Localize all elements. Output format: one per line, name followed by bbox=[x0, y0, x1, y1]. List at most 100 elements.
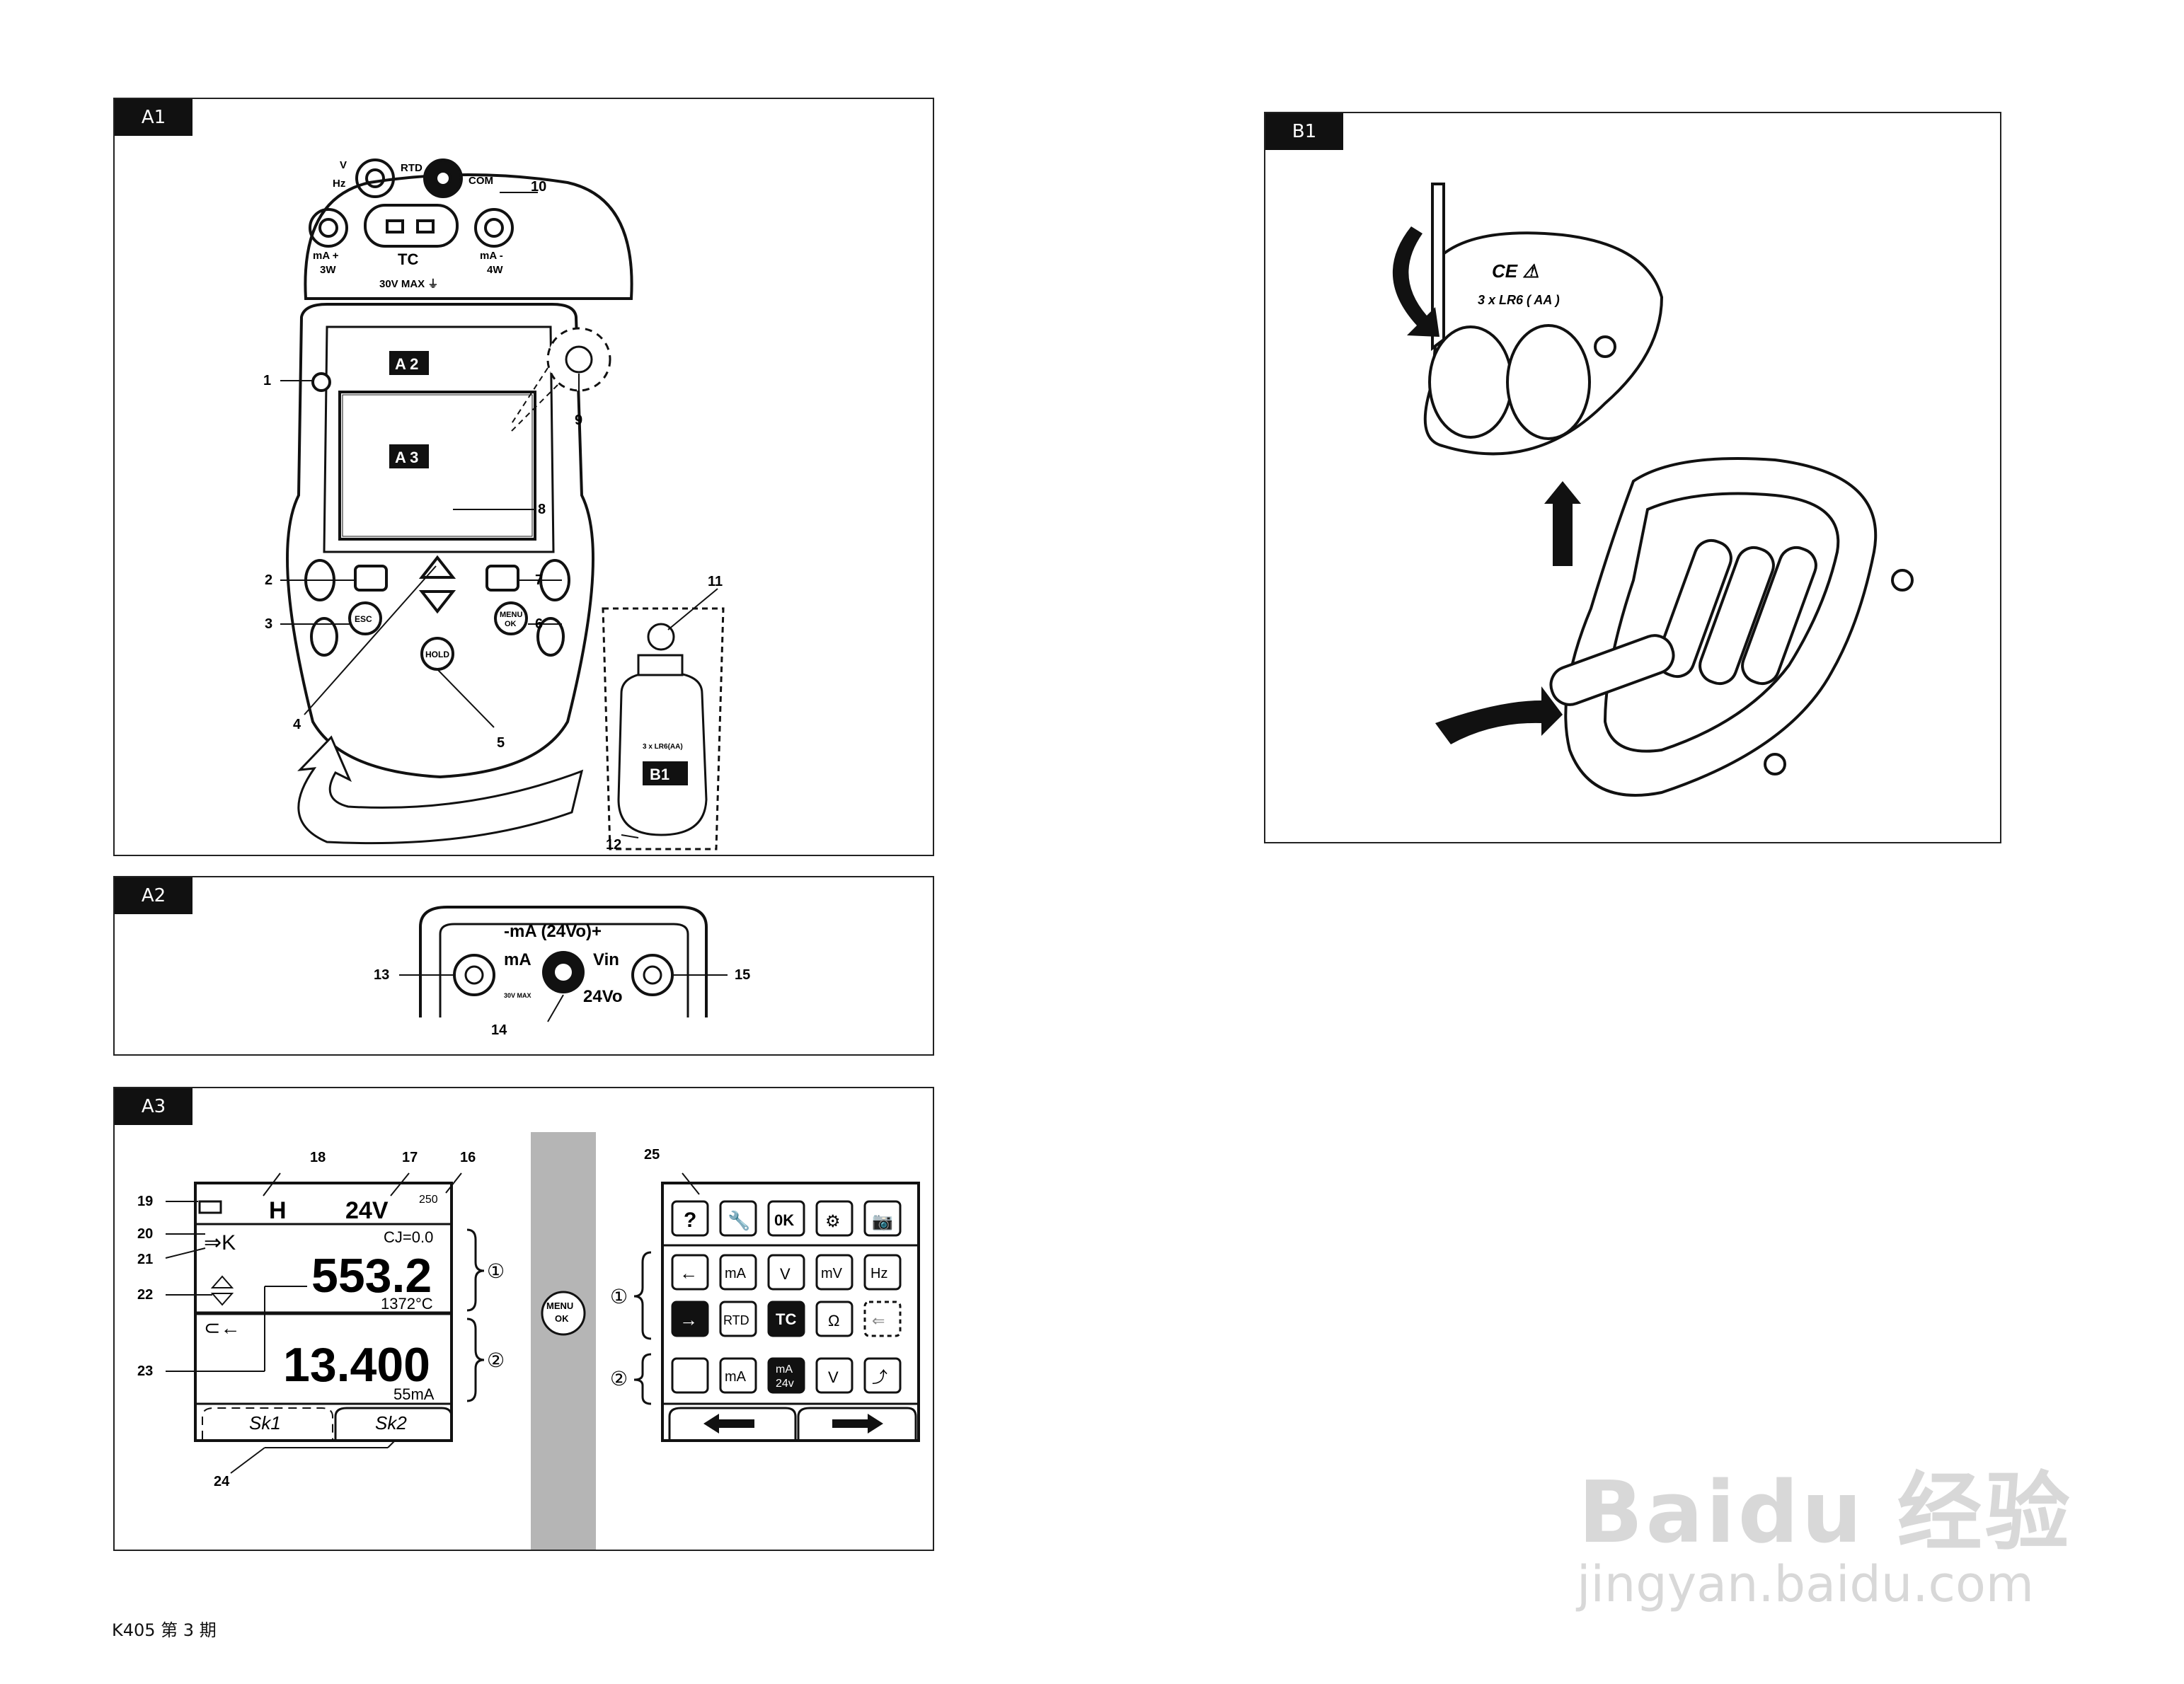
callout-21: 21 bbox=[137, 1252, 153, 1267]
battery-2 bbox=[1699, 546, 1775, 686]
menu-v-item-2: V bbox=[828, 1368, 839, 1386]
menu-ma-item-2: mA bbox=[725, 1369, 747, 1385]
menu-mv-item: mV bbox=[821, 1266, 843, 1281]
back-b1-label: B1 bbox=[650, 766, 669, 783]
a2-ma-label: mA bbox=[504, 950, 531, 969]
callout-20: 20 bbox=[137, 1226, 153, 1242]
menu-key-label: MENU bbox=[500, 611, 522, 619]
ch1-sub: 1372°C bbox=[381, 1295, 433, 1313]
rotate-arrow bbox=[297, 735, 584, 845]
callout-24: 24 bbox=[214, 1474, 230, 1489]
device-a2-label: A 2 bbox=[395, 355, 418, 373]
cover-screw bbox=[1594, 335, 1616, 358]
insert-arrow-icon bbox=[1435, 686, 1563, 744]
menu-tc-item: TC bbox=[776, 1310, 796, 1328]
ch2-input-icon: ⊂← bbox=[204, 1317, 240, 1339]
display-circle-1: ① bbox=[487, 1260, 505, 1282]
back-battery-text: 3 x LR6(AA) bbox=[643, 743, 683, 751]
cover-battery-text: 3 x LR6 ( AA ) bbox=[1478, 293, 1560, 307]
callout-23: 23 bbox=[137, 1363, 153, 1379]
menu-ok-icon: 0K bbox=[774, 1211, 794, 1229]
terminal-ma3w-label: mA + bbox=[313, 250, 339, 262]
callout-8: 8 bbox=[538, 502, 546, 517]
a2-vin-label: Vin bbox=[593, 950, 619, 969]
callout-13: 13 bbox=[374, 967, 389, 983]
battery-loose bbox=[1549, 634, 1675, 706]
panel-a1: A1 V Hz RTD COM TC mA + 3W mA - 4W 30V M… bbox=[113, 98, 934, 856]
terminal-vin-24vo bbox=[631, 954, 674, 996]
device-body bbox=[286, 303, 594, 779]
terminal-block bbox=[304, 158, 633, 300]
callout-10: 10 bbox=[531, 179, 546, 195]
battery-icon bbox=[198, 1200, 222, 1214]
menu-button-label: MENU bbox=[546, 1301, 573, 1311]
terminal-hz-label: Hz bbox=[333, 178, 345, 190]
callout-22: 22 bbox=[137, 1287, 153, 1303]
indicator-light bbox=[311, 372, 331, 392]
menu-ma24v-item-bottom: 24v bbox=[776, 1378, 794, 1390]
terminal-tc-label: TC bbox=[398, 250, 418, 268]
back-screw bbox=[647, 623, 675, 651]
terminal-ma4w-label: mA - bbox=[480, 250, 503, 262]
callout-1: 1 bbox=[263, 373, 271, 388]
callout-3: 3 bbox=[265, 616, 272, 632]
menu-settings-icon: 🔧 bbox=[728, 1209, 750, 1231]
scroll-icon bbox=[210, 1275, 234, 1306]
sk1-label: Sk1 bbox=[249, 1412, 281, 1434]
menu-input-icon: ← bbox=[679, 1262, 698, 1284]
terminal-rtd-label: RTD bbox=[401, 162, 423, 174]
menu-output-icon: → bbox=[679, 1309, 698, 1330]
terminal-v-label: V bbox=[340, 159, 347, 171]
device-battery-compartment bbox=[1549, 457, 1914, 797]
menu-ohm-item: Ω bbox=[828, 1312, 839, 1330]
terminal-4w-label: 4W bbox=[487, 264, 503, 276]
terminal-ma bbox=[453, 954, 495, 996]
callout-19: 19 bbox=[137, 1194, 153, 1209]
menu-rtd-item: RTD bbox=[723, 1313, 749, 1327]
panel-tag: A3 bbox=[115, 1088, 192, 1125]
terminal-ma-4w bbox=[474, 208, 514, 248]
a2-header: -mA (24Vo)+ bbox=[504, 922, 602, 941]
cj-value: CJ=0.0 bbox=[384, 1228, 433, 1246]
terminal-max-label: 30V MAX ⏚ bbox=[379, 278, 438, 290]
esc-key bbox=[348, 601, 382, 635]
watermark-url: jingyan.baidu.com bbox=[1577, 1555, 2034, 1613]
esc-key-label: ESC bbox=[355, 614, 372, 624]
arrow-right-icon bbox=[832, 1414, 883, 1434]
hold-key-label: HOLD bbox=[425, 650, 449, 659]
callout-5: 5 bbox=[497, 735, 505, 751]
a1-illustration: V Hz RTD COM TC mA + 3W mA - 4W 30V MAX … bbox=[263, 158, 725, 853]
page-footer: K405 第 3 期 bbox=[112, 1620, 217, 1640]
connector-detail bbox=[546, 327, 611, 392]
device-a3-label: A 3 bbox=[395, 449, 418, 466]
terminal-ma-3w bbox=[309, 208, 348, 248]
softkey-2 bbox=[334, 1407, 453, 1439]
device-back bbox=[602, 607, 725, 850]
panel-a3: A3 H 24V 250 ⇒K CJ=0.0 553.2 1372°C ⊂← 1… bbox=[113, 1087, 934, 1551]
menu-softkey-right bbox=[797, 1407, 917, 1439]
menu-v-item: V bbox=[780, 1265, 791, 1283]
a2-max-label: 30V MAX bbox=[504, 992, 531, 999]
rotate-arrow-icon bbox=[1392, 226, 1439, 337]
callout-4: 4 bbox=[293, 717, 301, 732]
menu-circle-2: ② bbox=[610, 1368, 628, 1390]
status-24v: 24V bbox=[345, 1197, 389, 1224]
battery-3 bbox=[1741, 546, 1817, 686]
sk2-label: Sk2 bbox=[375, 1412, 407, 1434]
menu-pressure-item: ⇐ bbox=[872, 1312, 885, 1330]
tc-socket bbox=[364, 204, 459, 248]
ok-button-label: OK bbox=[555, 1313, 569, 1324]
terminal-com-label: COM bbox=[469, 175, 493, 187]
callout-18: 18 bbox=[310, 1150, 326, 1165]
ch1-value: 553.2 bbox=[311, 1249, 432, 1303]
callout-12: 12 bbox=[606, 837, 621, 853]
menu-ma-item: mA bbox=[725, 1266, 747, 1281]
callout-2: 2 bbox=[265, 572, 272, 588]
menu-grid bbox=[671, 1200, 902, 1394]
menu-softkey-left bbox=[668, 1407, 797, 1439]
panel-tag: A1 bbox=[115, 99, 192, 136]
arrow-left-icon bbox=[703, 1414, 754, 1434]
battery-cover bbox=[1423, 231, 1664, 456]
panel-tag: A2 bbox=[115, 877, 192, 914]
menu-divider bbox=[531, 1132, 596, 1550]
